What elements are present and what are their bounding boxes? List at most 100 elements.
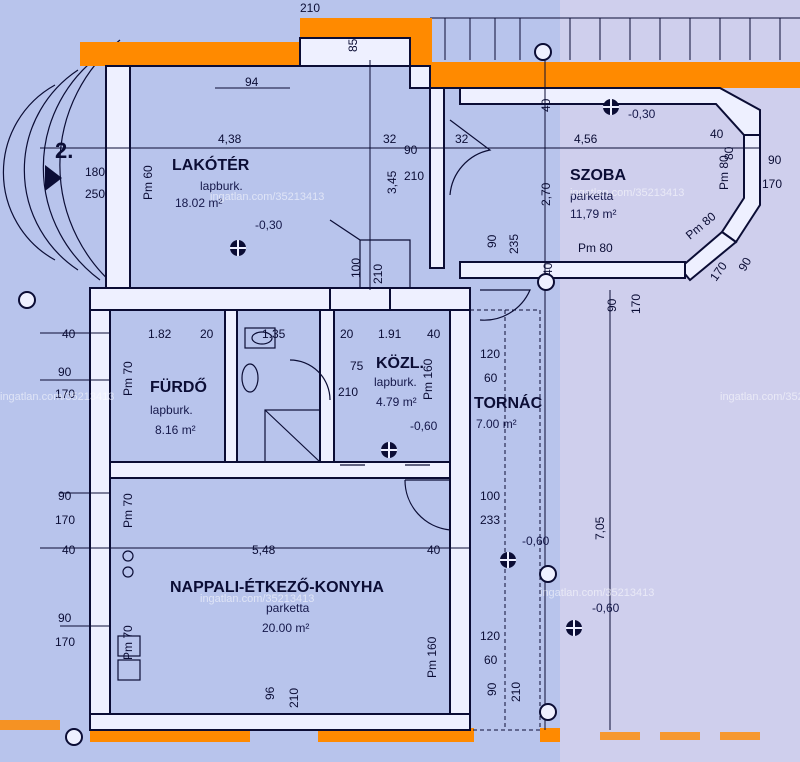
watermarks: ingatlan.com/35213413 ingatlan.com/35213… (0, 187, 800, 605)
dim-100b: 100 (480, 489, 500, 503)
room-kozl: KÖZL. lapburk. 4.79 m² -0,60 (374, 353, 438, 433)
watermark-left: ingatlan.com/35213413 (0, 391, 114, 403)
dim-705: 7,05 (593, 516, 607, 540)
dim-90c: 90 (735, 255, 754, 274)
dim-170d: 170 (55, 387, 75, 401)
dim-170f: 170 (55, 635, 75, 649)
pm70c: Pm 70 (121, 625, 135, 660)
dim-210e: 210 (287, 688, 301, 708)
dim-210c: 210 (338, 385, 358, 399)
dim-210a: 210 (404, 169, 424, 183)
level-marker: 2. (55, 138, 73, 163)
outside-level-b: -0,60 (592, 601, 620, 615)
construction-lines (40, 60, 760, 730)
dim-94: 94 (245, 75, 259, 89)
pm70a: Pm 70 (121, 361, 135, 396)
dim-40f: 40 (62, 543, 76, 557)
dim-100: 100 (349, 258, 363, 278)
dim-40b: 40 (539, 98, 553, 112)
dim-60a: 60 (484, 371, 498, 385)
dim-90i: 90 (485, 682, 499, 696)
dim-60b: 60 (484, 653, 498, 667)
room-floor-lakoter: lapburk. (200, 179, 243, 193)
pm160a: Pm 160 (421, 358, 435, 400)
dim-270: 2,70 (539, 182, 553, 206)
room-area-tornac: 7.00 m² (476, 417, 517, 431)
vertical-dimensions: 85 3,45 40 2,70 80 Pm 80 Pm 80 170 90 Pm… (121, 1, 754, 708)
dim-40d: 40 (62, 327, 76, 341)
room-area-furdo: 8.16 m² (155, 423, 196, 437)
dim-40a: 40 (710, 127, 724, 141)
stair-arcs (2, 39, 121, 291)
neighbour-grid (430, 17, 800, 60)
pm70b: Pm 70 (121, 493, 135, 528)
dim-40e: 40 (427, 327, 441, 341)
dim-20a: 20 (200, 327, 214, 341)
fixtures (109, 119, 541, 731)
room-floor-szoba: parketta (570, 189, 614, 203)
room-name-kozl: KÖZL. (376, 353, 424, 372)
dim-548: 5,48 (252, 543, 276, 557)
entrance-arrow-icon (45, 165, 62, 191)
pm160b: Pm 160 (425, 636, 439, 678)
dim-170a: 170 (762, 177, 782, 191)
room-name-tornac: TORNÁC (474, 393, 543, 412)
dim-32b: 32 (455, 132, 469, 146)
dim-90e: 90 (605, 298, 619, 312)
room-level-szoba: -0,30 (628, 107, 656, 121)
paper-right-area (560, 0, 800, 762)
room-lakoter: LAKÓTÉR lapburk. 18.02 m² -0,30 (172, 155, 283, 232)
room-name-furdo: FÜRDŐ (150, 377, 207, 396)
dim-32a: 32 (383, 132, 397, 146)
dim-170c: 170 (629, 294, 643, 314)
dim-85: 85 (346, 38, 360, 52)
dim-250: 250 (85, 187, 105, 201)
pm80a: Pm 80 (717, 155, 731, 190)
dim-90d: 90 (485, 234, 499, 248)
dim-456: 4,56 (574, 132, 598, 146)
room-name-nappali: NAPPALI-ÉTKEZŐ-KONYHA (170, 577, 384, 596)
pm80b: Pm 80 (578, 241, 613, 255)
dim-120a: 120 (480, 347, 500, 361)
dim-90h: 90 (58, 611, 72, 625)
dim-135: 1.35 (262, 327, 286, 341)
dim-75: 75 (350, 359, 364, 373)
room-floor-furdo: lapburk. (150, 403, 193, 417)
dim-210top: 210 (300, 1, 320, 15)
dim-96: 96 (263, 686, 277, 700)
room-tornac: TORNÁC 7.00 m² (474, 393, 543, 431)
watermark-outside: ingatlan.com/35213413 (540, 587, 654, 599)
dim-90g: 90 (58, 489, 72, 503)
watermark-nappali: ingatlan.com/35213413 (200, 593, 314, 605)
horizontal-dimensions: 94 4,38 32 32 4,56 40 90 170 180 250 90 … (55, 75, 782, 667)
grid-markers (18, 43, 557, 746)
dim-90b: 90 (404, 143, 418, 157)
watermark-lakoter: ingatlan.com/35213413 (210, 191, 324, 203)
room-name-lakoter: LAKÓTÉR (172, 155, 250, 174)
dim-210b: 210 (371, 264, 385, 284)
room-floor-kozl: lapburk. (374, 375, 417, 389)
dim-170e: 170 (55, 513, 75, 527)
room-name-szoba: SZOBA (570, 167, 626, 184)
dim-233: 233 (480, 513, 500, 527)
room-furdo: FÜRDŐ lapburk. 8.16 m² (150, 377, 207, 437)
dim-180: 180 (85, 165, 105, 179)
watermark-right: ingatlan.com/35213413 (720, 391, 800, 403)
dim-90a: 90 (768, 153, 782, 167)
outside-level-a: -0,60 (522, 534, 550, 548)
dim-210d: 210 (509, 682, 523, 702)
room-nappali: NAPPALI-ÉTKEZŐ-KONYHA parketta 20.00 m² (170, 577, 384, 635)
room-area-kozl: 4.79 m² (376, 395, 417, 409)
dim-40g: 40 (427, 543, 441, 557)
dim-20b: 20 (340, 327, 354, 341)
dim-80a: 80 (722, 146, 736, 160)
walls (89, 37, 761, 731)
watermark-szoba: ingatlan.com/35213413 (570, 187, 684, 199)
dim-90f: 90 (58, 365, 72, 379)
pm60: Pm 60 (141, 165, 155, 200)
dim-182: 1.82 (148, 327, 172, 341)
room-floor-nappali: parketta (266, 601, 310, 615)
dim-191: 1.91 (378, 327, 402, 341)
dim-40c: 40 (541, 262, 555, 276)
